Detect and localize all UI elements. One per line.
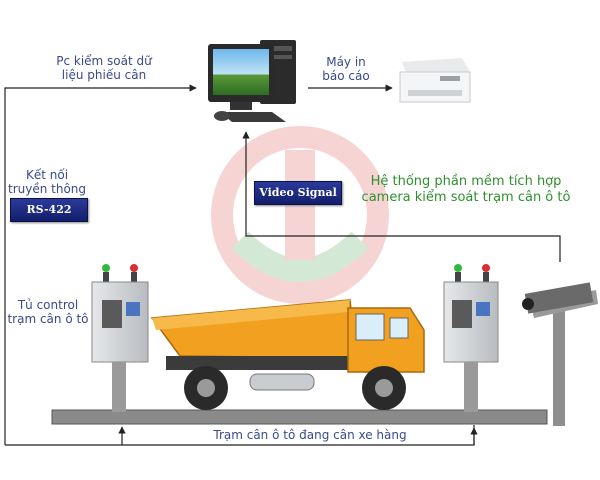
printer-icon bbox=[399, 58, 471, 103]
rs422-badge: RS-422 bbox=[10, 198, 88, 222]
printer-label: Máy in báo cáo bbox=[306, 55, 386, 83]
dump-truck-icon bbox=[150, 299, 425, 410]
connection-label-line1: Kết nối bbox=[25, 168, 69, 182]
desktop-computer-icon bbox=[208, 40, 296, 122]
printer-label-line1: Máy in bbox=[326, 55, 366, 69]
control-cabinet-icon bbox=[443, 264, 499, 412]
scale-platform bbox=[51, 409, 548, 425]
scale-caption: Trạm cân ô tô đang cân xe hàng bbox=[190, 428, 430, 442]
connection-label: Kết nối truyền thông bbox=[2, 168, 92, 196]
pc-label-line2: liệu phiếu cân bbox=[61, 68, 147, 82]
control-cabinet-icon bbox=[91, 264, 149, 412]
printer-label-line2: báo cáo bbox=[322, 69, 370, 83]
pc-label: Pc kiểm soát dữ liệu phiếu cân bbox=[30, 54, 178, 82]
security-camera-icon bbox=[522, 282, 598, 426]
connection-lines bbox=[4, 84, 561, 446]
watermark-logo bbox=[211, 126, 389, 304]
cabinet-label-line2: trạm cân ô tô bbox=[7, 312, 89, 326]
connection-label-line2: truyền thông bbox=[7, 182, 87, 196]
cabinet-label: Tủ control trạm cân ô tô bbox=[2, 298, 94, 326]
software-label-line1: Hệ thống phần mềm tích hợp bbox=[370, 174, 562, 189]
software-label-line2: camera kiểm soát trạm cân ô tô bbox=[361, 190, 571, 205]
cabinet-label-line1: Tủ control bbox=[17, 298, 79, 312]
pc-label-line1: Pc kiểm soát dữ bbox=[56, 54, 152, 68]
software-label: Hệ thống phần mềm tích hợp camera kiểm s… bbox=[342, 174, 590, 206]
video-signal-badge: Video Signal bbox=[254, 181, 342, 205]
